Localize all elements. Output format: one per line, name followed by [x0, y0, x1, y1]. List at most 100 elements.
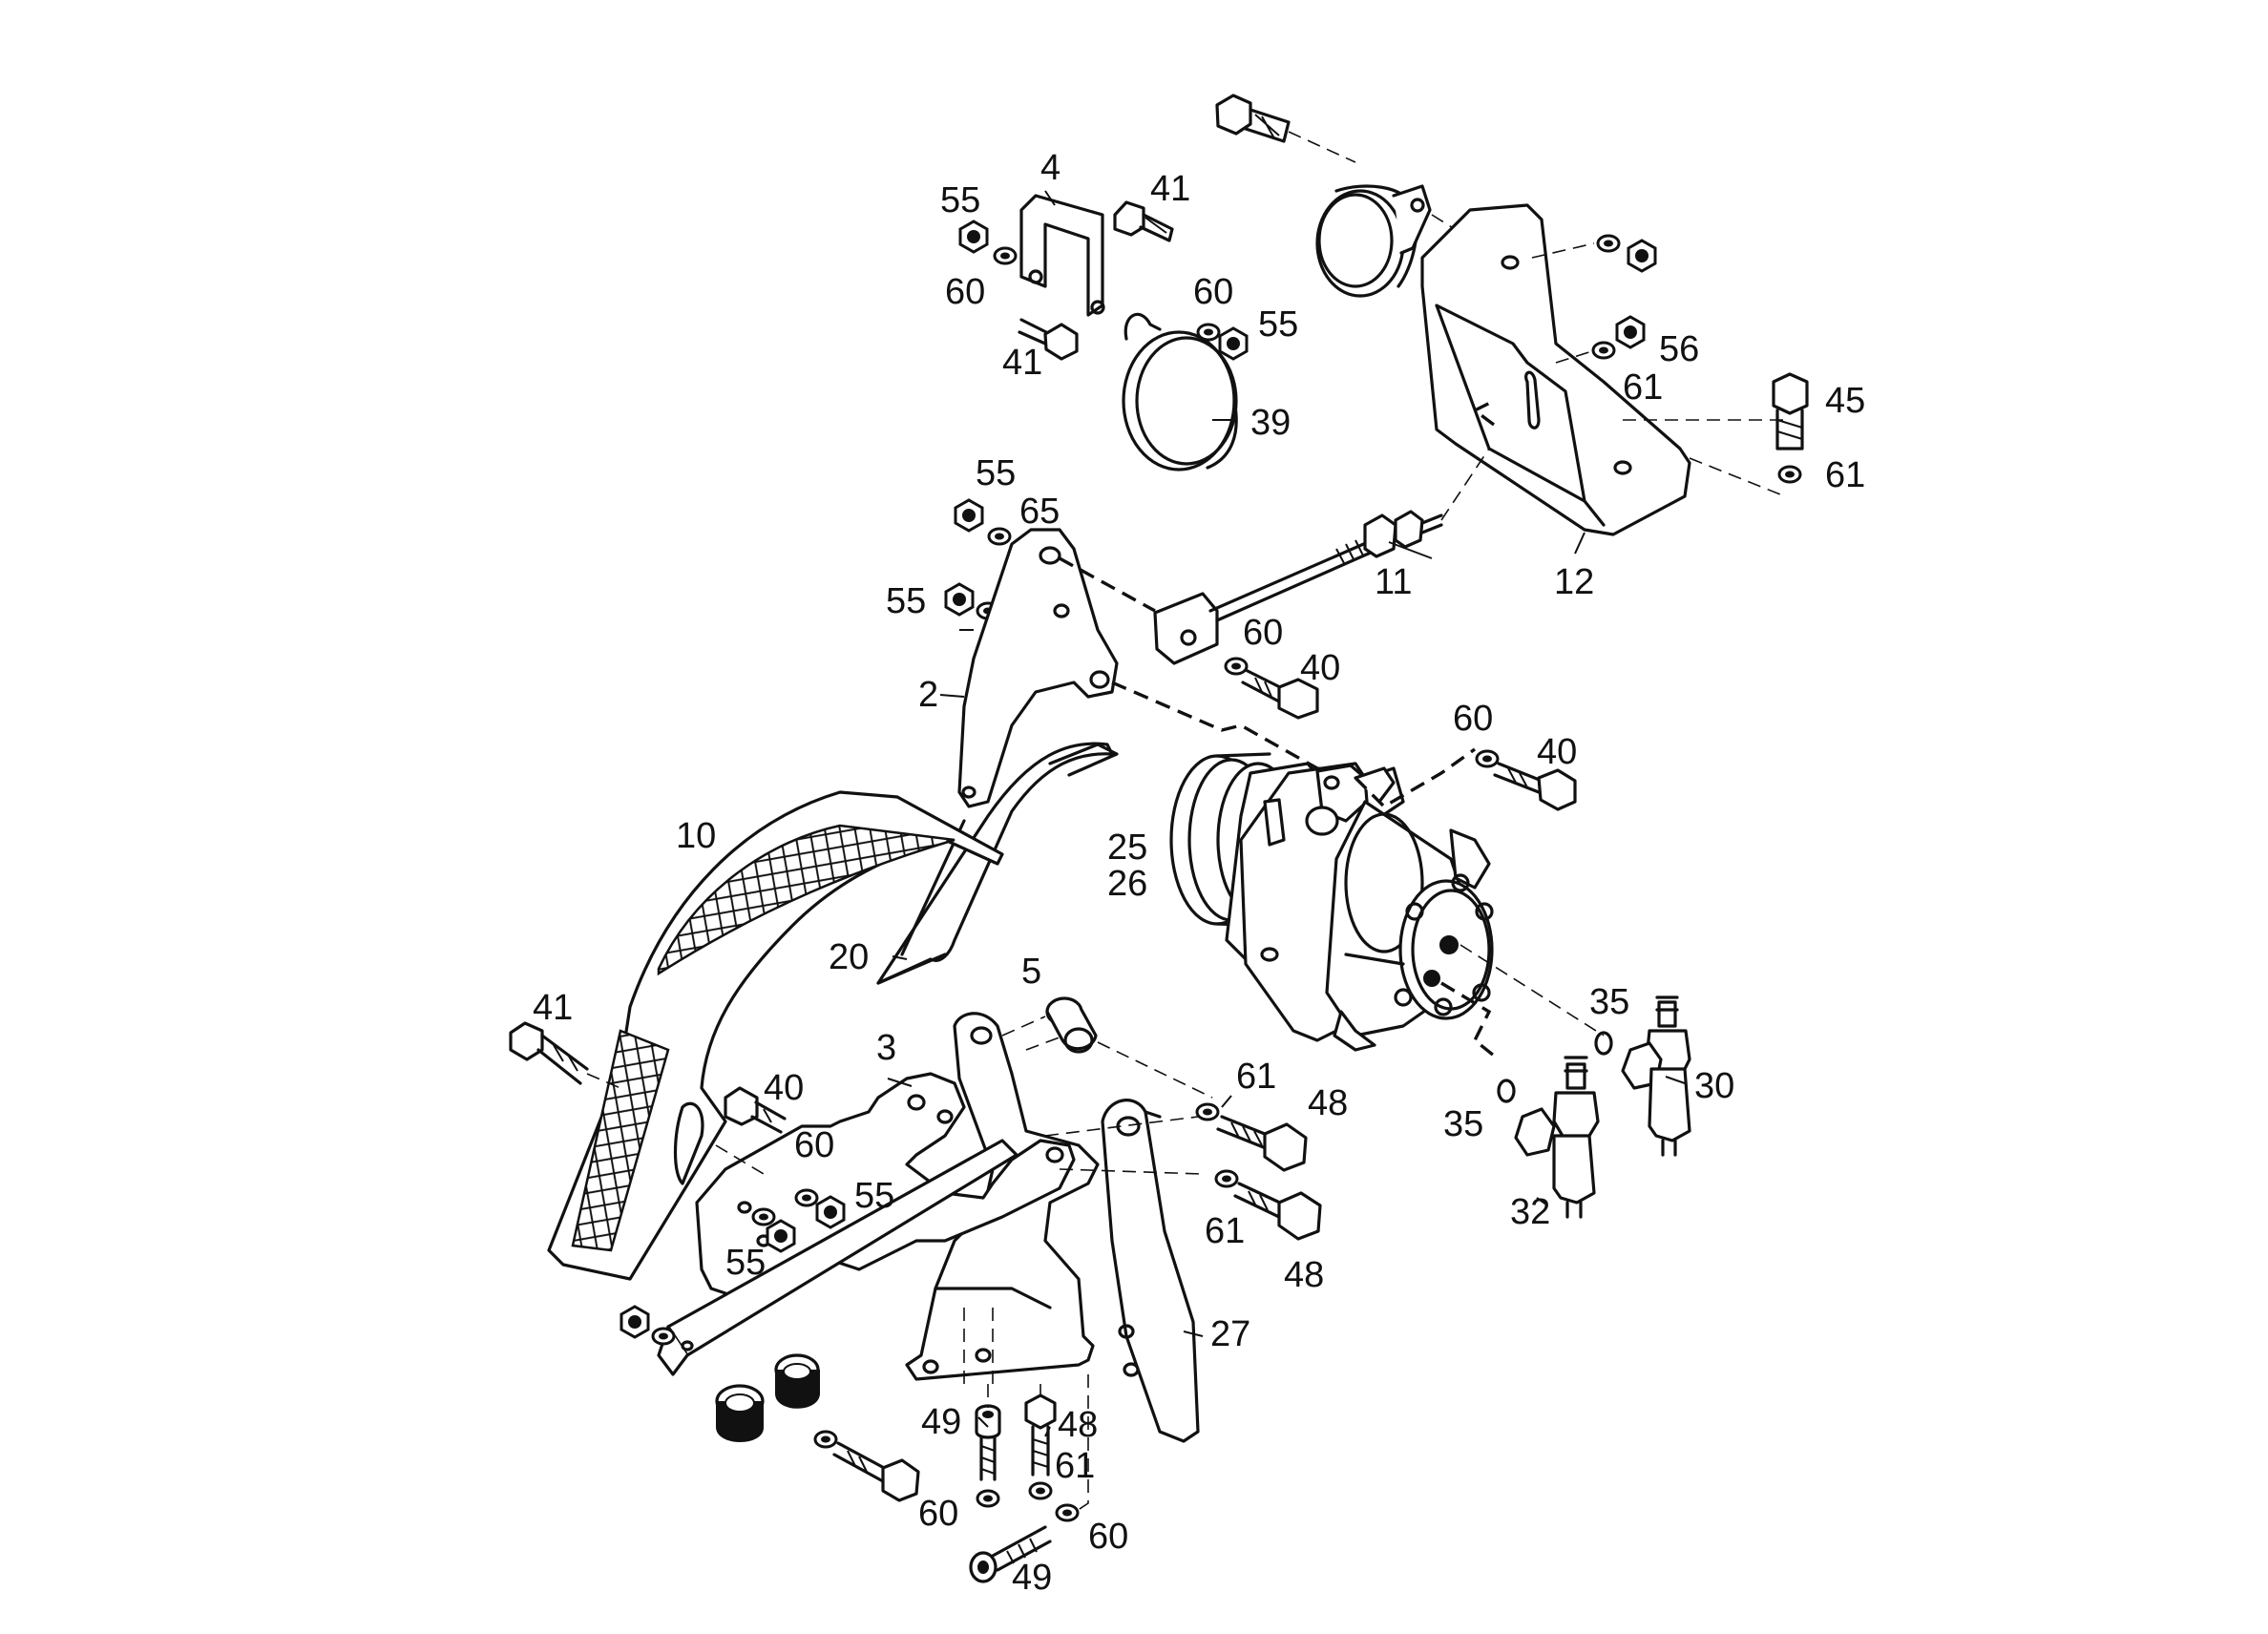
- callout-27: 27: [1210, 1314, 1250, 1354]
- bolt-48-upper: [1216, 1115, 1308, 1172]
- callout-41: 41: [1002, 343, 1042, 383]
- callout-25: 25: [1107, 827, 1147, 868]
- clamp-bracket-4: [1019, 194, 1105, 317]
- callout-41: 41: [1150, 169, 1190, 209]
- bushing-5: [1045, 996, 1098, 1054]
- bracket-2: [957, 528, 1119, 808]
- bolt-top-long: [1215, 94, 1291, 143]
- callout-48: 48: [1284, 1255, 1324, 1295]
- tension-rod-11: [1153, 510, 1443, 665]
- bolt-49-angled: [969, 1525, 1052, 1583]
- callout-61: 61: [1825, 455, 1865, 495]
- callout-55: 55: [854, 1176, 894, 1216]
- callout-45: 45: [1825, 381, 1865, 421]
- washer-61-plate: [1591, 341, 1616, 360]
- callout-35: 35: [1589, 982, 1629, 1022]
- rubber-mount-upper: [774, 1353, 821, 1409]
- bolt-48-lower: [1233, 1182, 1322, 1241]
- washer-60-bottom-left: [976, 1489, 1000, 1508]
- fitting-32: [1514, 1056, 1600, 1219]
- callout-55: 55: [940, 180, 980, 220]
- callout-61: 61: [1623, 367, 1663, 408]
- leader-lines: [887, 190, 1686, 1437]
- washer-60-top: [993, 246, 1018, 265]
- callout-55: 55: [886, 581, 926, 621]
- washer-61-lower: [1214, 1169, 1239, 1188]
- washer-61-upper: [1195, 1102, 1220, 1121]
- callout-65: 65: [1019, 492, 1060, 532]
- callout-3: 3: [876, 1028, 896, 1068]
- bolt-mount: [832, 1441, 920, 1502]
- callout-48: 48: [1308, 1083, 1348, 1123]
- callout-60: 60: [1243, 613, 1283, 653]
- nut-55-mid: [944, 582, 975, 617]
- callout-30: 30: [1694, 1066, 1734, 1106]
- callout-10: 10: [676, 816, 716, 856]
- callout-12: 12: [1554, 562, 1594, 602]
- callout-61: 61: [1236, 1057, 1276, 1097]
- callout-39: 39: [1250, 403, 1291, 443]
- washer-strap: [651, 1327, 676, 1346]
- bolt-48-vertical: [1024, 1393, 1057, 1477]
- callout-60: 60: [1193, 272, 1233, 312]
- callout-40: 40: [1300, 648, 1340, 688]
- washer-60-bottom-right: [1055, 1503, 1080, 1522]
- callout-55: 55: [976, 453, 1016, 493]
- nut-strap: [620, 1305, 650, 1339]
- nut-55-lower: [766, 1219, 796, 1253]
- callout-11: 11: [1375, 562, 1412, 602]
- fitting-30: [1621, 995, 1691, 1157]
- compressor-25-26: [1169, 752, 1494, 1052]
- callout-26: 26: [1107, 864, 1147, 904]
- callout-labels: 55 4 41 60 41 60 55 39 56 61 45 61 55 65…: [533, 148, 1865, 1598]
- washer-mount: [813, 1430, 838, 1449]
- nut-55-upper: [954, 498, 984, 533]
- bracket-27: [1101, 1099, 1200, 1443]
- callout-4: 4: [1040, 148, 1060, 188]
- callout-32: 32: [1510, 1192, 1550, 1232]
- washer-55-lower: [751, 1207, 776, 1226]
- bolt-40-upper: [1241, 668, 1319, 720]
- washer-60-compressor: [1475, 749, 1500, 768]
- drive-belt-20: [876, 742, 1119, 985]
- callout-61: 61: [1205, 1211, 1245, 1251]
- washer-61-right: [1777, 465, 1802, 484]
- belt-guard-10: [547, 790, 1004, 1281]
- clamp-ring-39: [1122, 312, 1238, 471]
- bolt-41-left: [509, 1021, 589, 1085]
- callout-56: 56: [1659, 329, 1699, 369]
- bolt-40-left: [724, 1086, 787, 1134]
- callout-40: 40: [764, 1068, 804, 1108]
- callout-20: 20: [829, 937, 869, 977]
- bolt-45: [1772, 372, 1809, 450]
- washer-61-bottom: [1028, 1481, 1053, 1500]
- washer-60-bracket2: [1224, 657, 1249, 676]
- callout-41: 41: [533, 988, 573, 1028]
- washer-top-right: [1596, 234, 1621, 253]
- callout-60: 60: [945, 272, 985, 312]
- nut-55-mid-right: [815, 1195, 846, 1229]
- strap-bar: [657, 1139, 1018, 1376]
- washer-60-ring: [1196, 323, 1221, 342]
- callout-60: 60: [1453, 699, 1493, 739]
- callout-5: 5: [1021, 952, 1041, 992]
- nut-top-right: [1627, 239, 1657, 273]
- bolt-41-top: [1113, 200, 1174, 242]
- bolt-49-vertical: [975, 1404, 1001, 1481]
- callout-55: 55: [725, 1243, 766, 1283]
- nut-55-top: [958, 220, 989, 254]
- callout-48: 48: [1058, 1405, 1098, 1445]
- callout-60: 60: [918, 1494, 958, 1534]
- pipe-collar: [1315, 184, 1432, 298]
- oring-35-lower: [1497, 1079, 1516, 1103]
- oring-35-upper: [1594, 1031, 1613, 1056]
- bolt-41-lower: [1018, 318, 1079, 361]
- callout-55: 55: [1258, 304, 1298, 345]
- callout-61: 61: [1055, 1446, 1095, 1486]
- nut-55-ring: [1218, 326, 1249, 361]
- support-plate-12: [1420, 203, 1691, 536]
- callout-49: 49: [1012, 1558, 1052, 1598]
- washer-65: [987, 527, 1012, 546]
- callout-2: 2: [918, 675, 938, 715]
- rubber-mount-lower: [715, 1384, 765, 1442]
